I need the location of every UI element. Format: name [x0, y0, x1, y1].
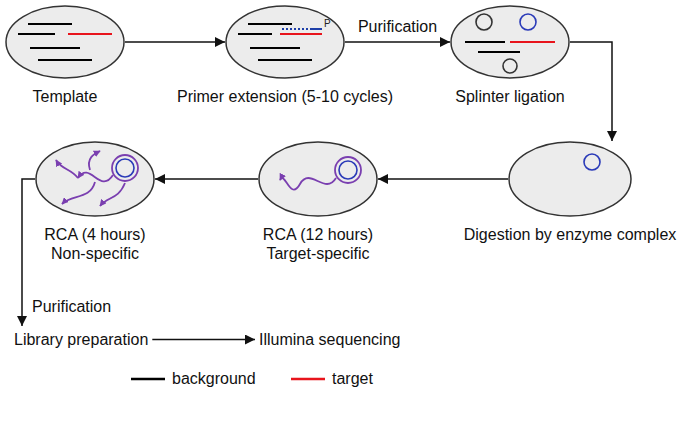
ellipse-outline — [450, 5, 570, 79]
ellipse-outline — [35, 141, 155, 217]
edge-label: Purification — [30, 297, 113, 316]
step-ellipse: Primer extension (5-10 cycles) — [225, 5, 345, 79]
legend-text: background — [172, 369, 256, 388]
step-ellipse: Digestion by enzyme complex — [508, 141, 632, 217]
step-ellipse: Splinter ligation — [450, 5, 570, 79]
flow-arrow — [125, 41, 225, 43]
legend-swatch — [290, 373, 326, 385]
legend-item: background — [130, 369, 256, 388]
legend-text: target — [332, 369, 373, 388]
legend-item: target — [290, 369, 373, 388]
step-text: Illumina sequencing — [255, 326, 404, 353]
step-caption: Splinter ligation — [455, 87, 564, 106]
step-ellipse: RCA (12 hours) Target-specific — [258, 141, 378, 217]
flow-arrow — [570, 42, 612, 141]
flow-arrow — [152, 339, 255, 341]
step-ellipse: Template — [5, 5, 125, 79]
flow-arrow — [155, 178, 258, 180]
step-caption: Primer extension (5-10 cycles) — [177, 87, 393, 106]
edge-label: Purification — [356, 17, 439, 36]
ellipse-outline — [258, 141, 378, 217]
step-caption: RCA (12 hours) Target-specific — [254, 225, 382, 263]
flow-arrow — [345, 41, 450, 43]
step-caption: Template — [33, 87, 98, 106]
ellipse-outline — [508, 141, 632, 217]
ellipse-outline — [5, 5, 125, 79]
step-text: Library preparation — [10, 326, 152, 353]
step-label: Library preparation — [10, 326, 152, 353]
step-label: Illumina sequencing — [255, 326, 404, 353]
ellipse-outline — [225, 5, 345, 79]
step-caption: Digestion by enzyme complex — [464, 225, 677, 244]
phosphate-label: P — [324, 18, 331, 30]
step-caption: RCA (4 hours) Non-specific — [31, 225, 159, 263]
step-ellipse: RCA (4 hours) Non-specific — [35, 141, 155, 217]
flow-arrow — [378, 178, 508, 180]
legend-swatch — [130, 373, 166, 385]
